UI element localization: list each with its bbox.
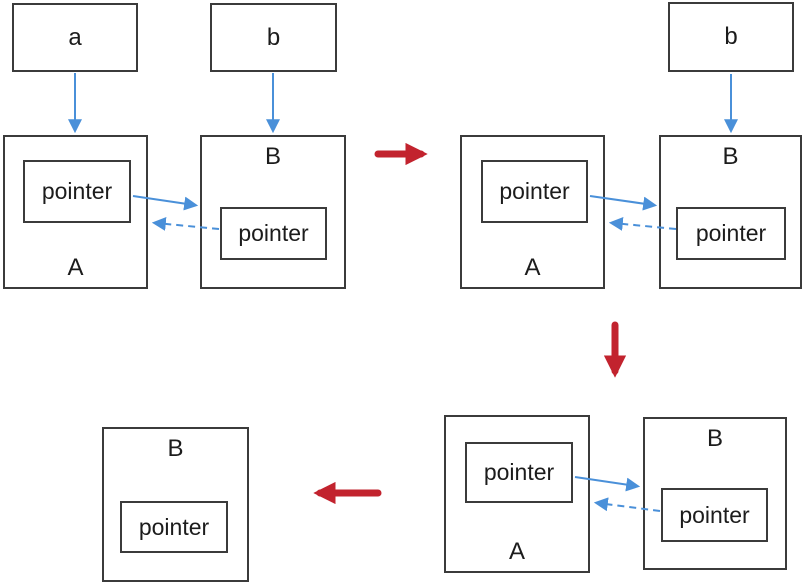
var-label-b: b [724,23,738,50]
pointer-label: pointer [41,178,113,204]
object-label-B: B [722,143,739,170]
pointer-label: pointer [238,220,309,246]
object-box-B-state3: B pointer [643,417,787,570]
object-label-B: B [706,425,723,452]
object-box-B-state1: B pointer [200,135,346,289]
object-label-A: A [524,254,541,281]
object-label-B: B [167,435,184,462]
object-label-B: B [264,143,281,170]
pointer-box-B-state3: pointer [661,488,768,542]
pointer-label: pointer [138,513,210,540]
object-label-A: A [508,538,525,565]
var-label-b: b [266,23,281,51]
pointer-box-A-state2: pointer [481,160,588,223]
pointer-label: pointer [499,178,570,204]
var-box-b-state2: b [668,2,794,72]
object-box-A-state2: pointer A [460,135,605,289]
object-box-B-state2: B pointer [659,135,802,289]
var-label-a: a [68,23,82,51]
object-box-A-state3: pointer A [444,415,590,573]
object-box-B-state4: B pointer [102,427,249,582]
pointer-label: pointer [695,220,767,246]
var-box-b-state1: b [210,3,337,72]
pointer-box-B-state1: pointer [220,207,327,260]
object-box-A-state1: pointer A [3,135,148,289]
var-box-a-state1: a [12,3,138,72]
pointer-box-A-state3: pointer [465,442,573,503]
pointer-box-B-state4: pointer [120,501,228,553]
object-label-A: A [67,254,84,281]
pointer-label: pointer [679,501,750,528]
pointer-box-B-state2: pointer [676,207,786,260]
pointer-label: pointer [483,459,555,485]
pointer-box-A-state1: pointer [23,160,131,223]
